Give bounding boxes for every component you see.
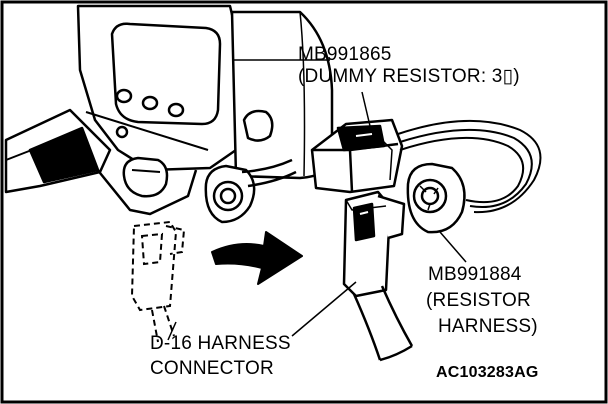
- mounting-bracket: [4, 4, 240, 216]
- resistor-harness-part-label: MB991884: [428, 264, 522, 285]
- d16-connector-label-line1: D-16 HARNESS: [150, 333, 291, 354]
- d16-connector-label-line2: CONNECTOR: [150, 358, 274, 379]
- d16-connector-vehicle: [342, 190, 406, 298]
- dummy-resistor-desc-label: (DUMMY RESISTOR: 3▯): [298, 66, 520, 87]
- d16-harness-cable: [352, 285, 414, 362]
- dummy-resistor-leader: [361, 91, 371, 127]
- resistor-harness-desc-label-1: (RESISTOR: [426, 290, 531, 311]
- resistor-harness-wires: [397, 119, 542, 214]
- dummy-resistor-part-label: MB991865: [298, 44, 392, 65]
- d16-vehicle-leader: [291, 281, 357, 337]
- d16-connector-dashed: [130, 220, 186, 343]
- resistor-harness-leader: [439, 231, 467, 263]
- dummy-resistor: [310, 118, 404, 194]
- column-housing: [230, 10, 334, 180]
- resistor-harness-desc-label-2: HARNESS): [438, 316, 538, 337]
- resistor-harness-connector: [406, 162, 466, 234]
- figure-code-label: AC103283AG: [436, 364, 539, 381]
- d16-leader: [167, 321, 177, 341]
- column-connector: [204, 158, 297, 224]
- direction-arrow: [211, 231, 303, 285]
